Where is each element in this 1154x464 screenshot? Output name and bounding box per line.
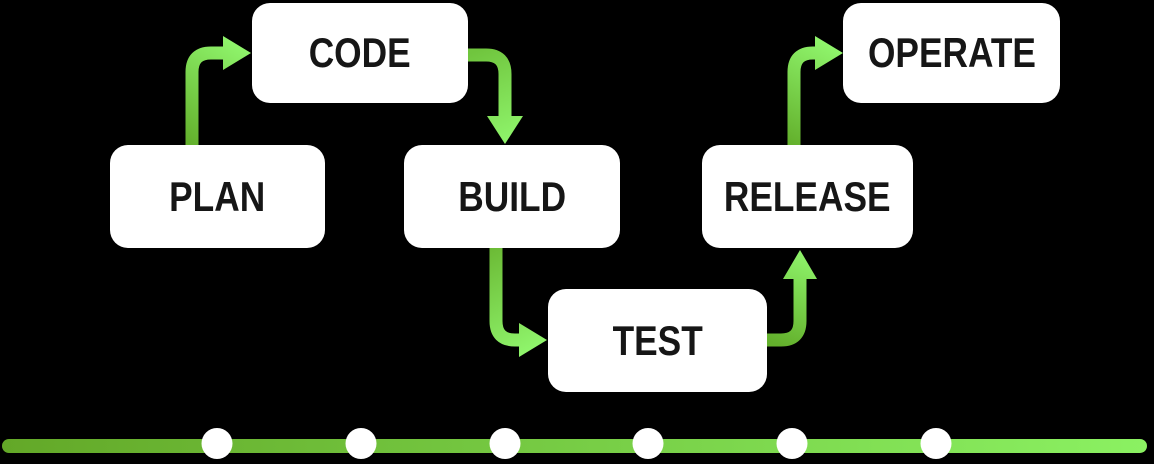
timeline-dot bbox=[345, 428, 377, 459]
arrow-build-to-test bbox=[489, 247, 547, 357]
stage-box-build: BUILD bbox=[404, 145, 620, 248]
stage-label-code: CODE bbox=[309, 29, 411, 76]
arrowhead-right-icon bbox=[223, 36, 251, 70]
timeline-dot bbox=[632, 428, 664, 459]
timeline-dot bbox=[776, 428, 808, 459]
stage-label-build: BUILD bbox=[458, 172, 566, 220]
stage-label-operate: OPERATE bbox=[867, 29, 1036, 76]
arrowhead-right-icon bbox=[519, 323, 547, 357]
timeline-dot bbox=[920, 428, 952, 459]
timeline-bar bbox=[2, 439, 1147, 453]
stage-label-release: RELEASE bbox=[724, 172, 891, 220]
stage-box-plan: PLAN bbox=[110, 145, 325, 248]
arrow-plan-to-code bbox=[185, 36, 251, 146]
stage-label-test: TEST bbox=[612, 316, 703, 364]
arrowhead-down-icon bbox=[487, 116, 523, 144]
stage-box-test: TEST bbox=[548, 289, 767, 392]
stage-box-code: CODE bbox=[252, 3, 468, 103]
timeline bbox=[2, 428, 1147, 459]
arrow-test-to-release bbox=[766, 250, 817, 347]
stage-box-release: RELEASE bbox=[702, 145, 913, 248]
arrow-code-to-build bbox=[467, 48, 523, 144]
arrowhead-up-icon bbox=[783, 250, 817, 279]
arrowhead-right-icon bbox=[815, 36, 843, 70]
timeline-dot bbox=[489, 428, 521, 459]
stage-box-operate: OPERATE bbox=[843, 3, 1060, 103]
stage-label-plan: PLAN bbox=[169, 172, 266, 220]
arrow-release-to-operate bbox=[787, 36, 843, 146]
timeline-dot bbox=[201, 428, 233, 459]
